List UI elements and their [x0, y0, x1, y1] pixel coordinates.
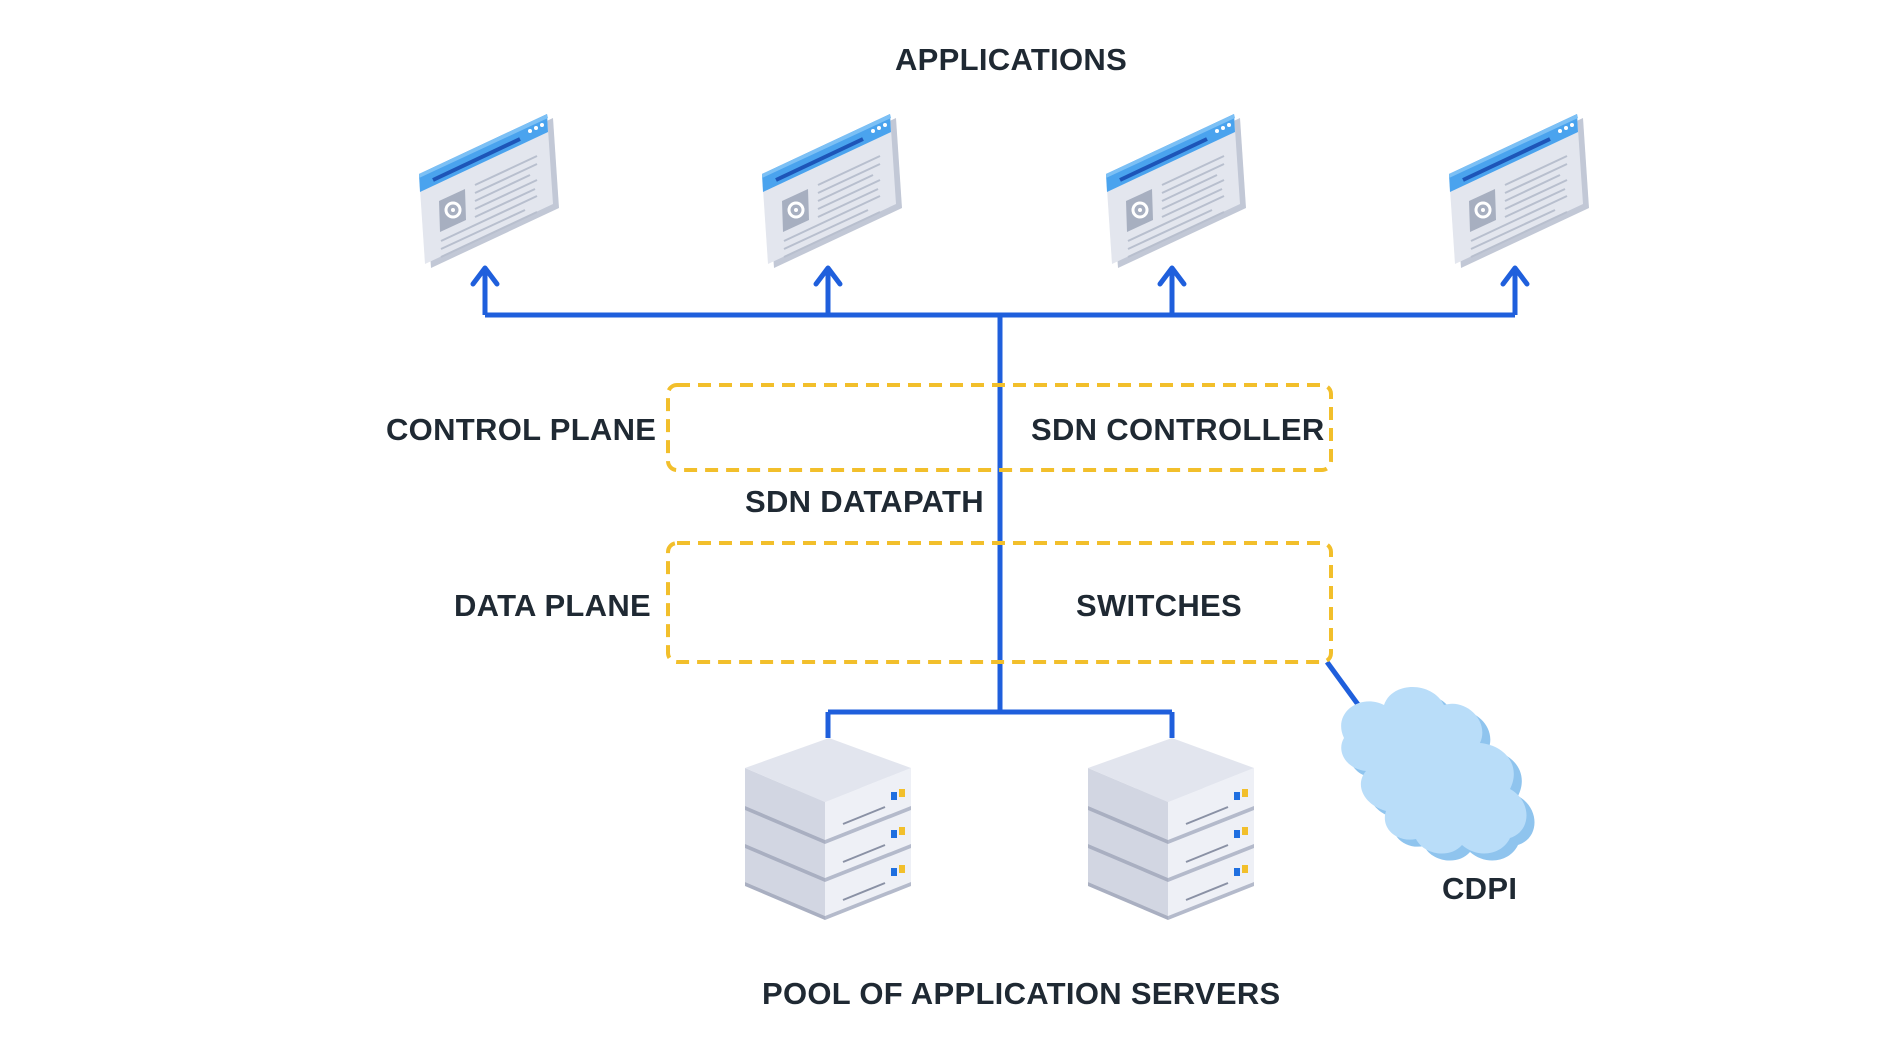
data-plane-box — [666, 541, 1333, 664]
server-stack-icon — [1087, 737, 1255, 921]
app-window-icon — [1447, 112, 1591, 270]
app-window-icon — [1104, 112, 1248, 270]
cloud-icon — [1341, 687, 1535, 861]
applications-label: APPLICATIONS — [895, 42, 1128, 77]
app-window-icon — [417, 112, 561, 270]
connector-lines — [482, 270, 1518, 738]
app-window-icon — [760, 112, 904, 270]
sdn-controller-label: SDN CONTROLLER — [1031, 412, 1325, 447]
servers-label: POOL OF APPLICATION SERVERS — [762, 976, 1281, 1011]
server-stack-icon — [744, 737, 912, 921]
control-plane-box — [666, 383, 1333, 472]
sdn-datapath-label: SDN DATAPATH — [745, 484, 984, 519]
switches-label: SWITCHES — [1076, 588, 1243, 623]
data-plane-label: DATA PLANE — [454, 588, 652, 623]
control-plane-label: CONTROL PLANE — [386, 412, 657, 447]
cdpi-label: CDPI — [1442, 871, 1518, 906]
